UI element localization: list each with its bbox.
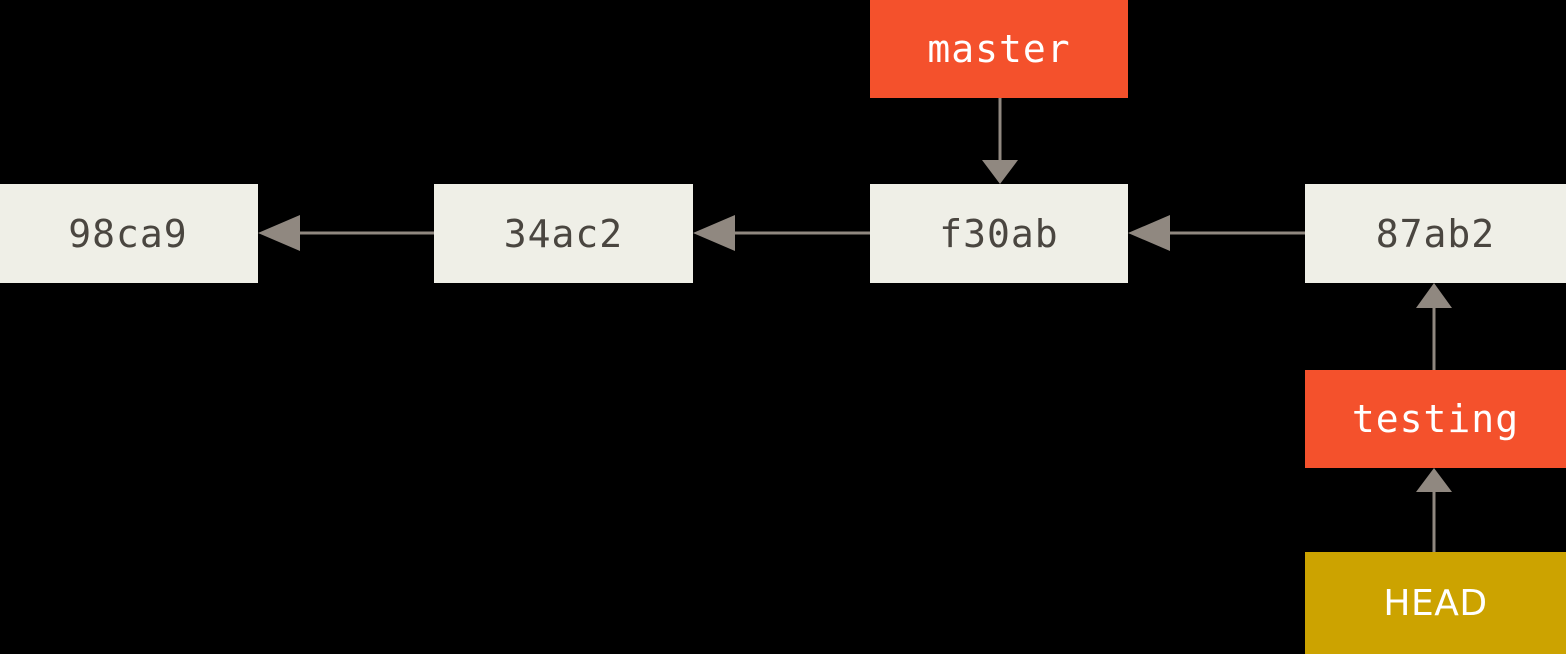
- commit-node-f30ab[interactable]: f30ab: [870, 184, 1128, 283]
- edge-testing-to-87ab2: [1416, 283, 1452, 370]
- edge-head-to-testing: [1416, 468, 1452, 552]
- edge-87ab2-to-f30ab: [1128, 215, 1305, 251]
- commit-node-34ac2[interactable]: 34ac2: [434, 184, 693, 283]
- branch-label-master[interactable]: master: [870, 0, 1128, 98]
- branch-label-testing[interactable]: testing: [1305, 370, 1566, 468]
- commit-98ca9-text: 98ca9: [68, 211, 188, 256]
- commit-node-98ca9[interactable]: 98ca9: [0, 184, 258, 283]
- edge-f30ab-to-34ac2: [693, 215, 870, 251]
- edge-master-to-f30ab: [982, 98, 1018, 184]
- commit-node-87ab2[interactable]: 87ab2: [1305, 184, 1566, 283]
- edge-34ac2-to-98ca9: [258, 215, 434, 251]
- commit-f30ab-text: f30ab: [939, 211, 1059, 256]
- branch-master-text: master: [927, 27, 1071, 71]
- commit-87ab2-text: 87ab2: [1375, 211, 1496, 256]
- head-pointer-label[interactable]: HEAD: [1305, 552, 1566, 654]
- branch-testing-text: testing: [1351, 397, 1520, 441]
- commit-34ac2-text: 34ac2: [503, 211, 624, 256]
- head-pointer-text: HEAD: [1383, 582, 1488, 624]
